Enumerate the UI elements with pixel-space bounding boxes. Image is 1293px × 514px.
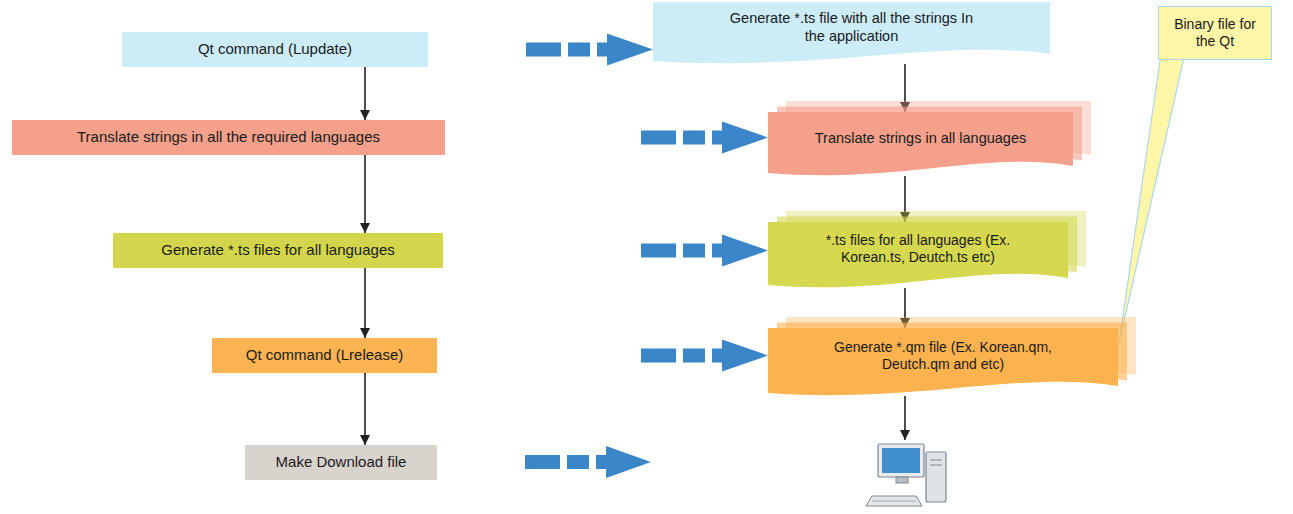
document-page — [653, 2, 1050, 63]
node-label: Generate *.ts file with all the strings … — [721, 9, 983, 45]
document-shape: *.ts files for all languages (Ex. Korean… — [768, 222, 1068, 288]
node-label: Translate strings in all languages — [815, 129, 1026, 147]
node-label: Make Download file — [276, 453, 407, 472]
node-label: Generate *.qm file (Ex. Korean.qm, Deutc… — [813, 339, 1073, 374]
dashed-block-arrow — [428, 43, 653, 57]
block-arrow — [525, 446, 651, 478]
document-page — [768, 112, 1073, 175]
flow-arrow — [364, 268, 366, 338]
callout-box: Binary file for the Qt — [1158, 6, 1272, 60]
computer-icon — [866, 444, 946, 506]
node-label: Binary file for the Qt — [1167, 16, 1263, 51]
document-page — [768, 222, 1068, 287]
process-box: Make Download file — [245, 445, 437, 480]
document-page — [768, 328, 1118, 395]
dashed-block-arrow — [443, 244, 768, 258]
dashed-block-arrow — [437, 349, 768, 363]
callout-pointer — [1119, 40, 1188, 343]
flow-arrow — [904, 396, 906, 440]
document-shape: Translate strings in all languages — [768, 112, 1073, 176]
document-shape: Generate *.ts file with all the strings … — [653, 2, 1050, 64]
process-box: Generate *.ts files for all languages — [113, 233, 443, 268]
node-label: Qt command (Lrelease) — [246, 346, 404, 365]
node-label: *.ts files for all languages (Ex. Korean… — [816, 232, 1021, 267]
flow-arrow — [364, 373, 366, 445]
flow-arrow — [364, 155, 366, 233]
command-box: Qt command (Lupdate) — [122, 32, 428, 67]
node-label: Qt command (Lupdate) — [198, 40, 352, 59]
document-shape: Generate *.qm file (Ex. Korean.qm, Deutc… — [768, 328, 1118, 396]
node-label: Generate *.ts files for all languages — [161, 241, 394, 260]
dashed-block-arrow — [445, 131, 768, 145]
command-box: Qt command (Lrelease) — [212, 338, 437, 373]
flow-arrow — [364, 67, 366, 120]
process-box: Translate strings in all the required la… — [12, 120, 445, 155]
node-label: Translate strings in all the required la… — [77, 128, 380, 147]
